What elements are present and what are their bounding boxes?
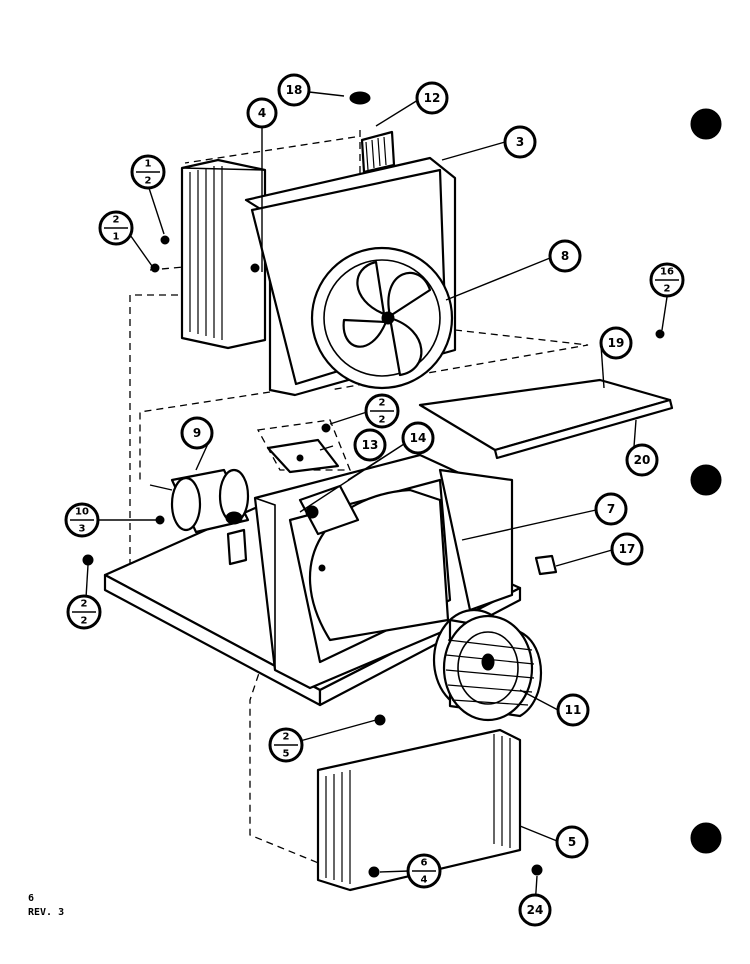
callout-24: 24 [518,893,552,927]
svg-text:7: 7 [607,502,615,516]
svg-text:24: 24 [527,903,544,917]
svg-text:17: 17 [619,542,636,556]
callout-8: 8 [548,239,582,273]
callout-3: 3 [503,125,537,159]
svg-text:8: 8 [561,249,569,263]
binder-hole-middle [690,464,722,496]
svg-text:2: 2 [145,176,152,187]
callout-4: 4 [246,97,278,129]
svg-text:2: 2 [283,732,290,743]
callout-7: 7 [594,492,628,526]
binder-hole-bottom [690,822,722,854]
revision-label: REV. 3 [28,907,65,918]
svg-text:2: 2 [379,415,386,426]
callout-13: 13 [353,428,387,462]
callout-5: 5 [555,825,589,859]
svg-text:2: 2 [81,599,88,610]
drain-fitting [534,554,558,576]
callout-18: 18 [277,73,311,107]
svg-text:19: 19 [608,336,625,350]
upper-side-panel [180,158,267,350]
svg-text:9: 9 [193,426,201,440]
svg-text:3: 3 [79,524,86,535]
callout-12: 12 [415,81,449,115]
blower-wheel [432,608,542,722]
fraction-callout-2-1: 2 1 [98,210,134,246]
svg-text:4: 4 [421,875,428,886]
callout-20: 20 [625,443,659,477]
svg-text:1: 1 [113,232,120,243]
svg-text:11: 11 [565,703,582,717]
svg-text:12: 12 [424,91,441,105]
fraction-callout-2-2-lower: 2 2 [66,594,102,630]
binder-hole-top [690,108,722,140]
svg-text:2: 2 [113,215,120,226]
callout-9: 9 [180,416,214,450]
mounting-bracket [266,438,340,474]
svg-text:14: 14 [410,431,427,445]
callout-14: 14 [401,421,435,455]
callout-17: 17 [610,532,644,566]
evaporator-coil [316,728,522,892]
callout-11: 11 [556,693,590,727]
page-number: 6 [28,893,35,904]
grommet [349,91,371,105]
svg-text:10: 10 [75,507,89,518]
svg-text:2: 2 [379,398,386,409]
svg-text:2: 2 [664,284,671,295]
svg-text:5: 5 [568,835,576,849]
callout-19: 19 [599,326,633,360]
svg-text:18: 18 [286,83,303,97]
fan-motor [149,468,250,566]
svg-text:5: 5 [283,749,290,760]
fan-blade [310,246,454,390]
fraction-callout-1-2: 1 2 [130,154,166,190]
svg-text:16: 16 [660,267,674,278]
svg-text:3: 3 [516,135,524,149]
fraction-callout-10-3: 10 3 [64,502,100,538]
svg-text:13: 13 [362,438,379,452]
motor-mount [298,484,360,536]
svg-text:4: 4 [258,106,266,120]
fraction-callout-2-5: 2 5 [268,727,304,763]
svg-text:2: 2 [81,616,88,627]
cover-plate [418,378,674,460]
svg-text:20: 20 [634,453,651,467]
fraction-callout-6-4: 6 4 [406,853,442,889]
svg-text:1: 1 [145,159,152,170]
svg-text:6: 6 [421,858,428,869]
fraction-callout-16-2: 16 2 [649,262,685,298]
fraction-callout-2-2-upper: 2 2 [364,393,400,429]
